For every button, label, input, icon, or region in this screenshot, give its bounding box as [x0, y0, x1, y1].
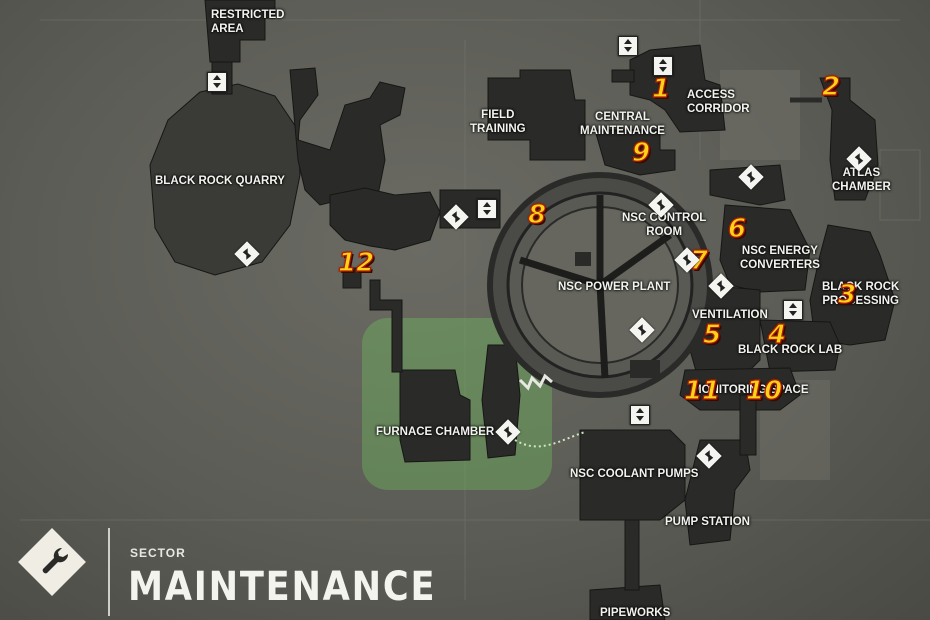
corridor-pipeworks	[624, 519, 640, 591]
label-nsc-coolant-pumps: NSC COOLANT PUMPS	[570, 468, 699, 480]
jaws-decoration	[518, 373, 553, 391]
room-cave-stub	[342, 267, 362, 289]
label-furnace-chamber: FURNACE CHAMBER	[376, 426, 495, 438]
elevator-updown-icon[interactable]	[477, 199, 497, 219]
room-cave-south	[329, 187, 441, 251]
nsc-power-plant-ring	[487, 172, 713, 398]
room-black-rock-processing	[809, 224, 896, 346]
room-furnace-annex	[481, 344, 521, 459]
label-black-rock-quarry: BLACK ROCK QUARRY	[155, 175, 285, 187]
elevator-updown-icon[interactable]	[207, 72, 227, 92]
marker-4[interactable]: 4	[767, 320, 787, 350]
marker-2[interactable]: 2	[821, 72, 841, 102]
label-nsc-energy-converters: NSC ENERGY CONVERTERS	[740, 245, 820, 271]
label-pump-station: PUMP STATION	[665, 516, 750, 528]
marker-8[interactable]: 8	[527, 200, 547, 230]
elevator-updown-icon[interactable]	[783, 300, 803, 320]
elevator-updown-icon[interactable]	[618, 36, 638, 56]
sector-header: SECTOR MAINTENANCE	[18, 528, 435, 620]
label-pipeworks: PIPEWORKS	[600, 607, 671, 619]
elevator-updown-icon[interactable]	[630, 405, 650, 425]
elevator-updown-icon[interactable]	[653, 56, 673, 76]
sector-caption: SECTOR	[130, 546, 186, 560]
label-monitoring-space: MONITORING SPACE	[692, 384, 809, 396]
room-field-training	[487, 69, 586, 161]
route-path	[514, 431, 586, 448]
label-nsc-power-plant: NSC POWER PLANT	[558, 281, 671, 293]
label-field-training: FIELD TRAINING	[470, 109, 526, 135]
marker-11[interactable]: 11	[683, 376, 721, 406]
label-central-maintenance: CENTRAL MAINTENANCE	[580, 111, 665, 137]
marker-1[interactable]: 1	[651, 74, 671, 104]
wrench-icon	[42, 547, 69, 574]
bg-panel	[720, 70, 800, 160]
marker-10[interactable]: 10	[745, 376, 783, 406]
label-access-corridor: ACCESS CORRIDOR	[687, 89, 750, 115]
blueprint-lines	[20, 0, 930, 600]
corridor-monitoring	[739, 394, 757, 456]
room-atlas-chamber	[819, 77, 879, 201]
sector-divider	[108, 528, 110, 616]
label-black-rock-lab: BLACK ROCK LAB	[738, 344, 843, 356]
marker-12[interactable]: 12	[337, 248, 375, 278]
rooms	[149, 0, 896, 620]
marker-5[interactable]: 5	[702, 320, 722, 350]
marker-6[interactable]: 6	[727, 214, 747, 244]
label-black-rock-processing: BLACK ROCK PROCESSING	[822, 281, 900, 307]
room-monitoring-space	[679, 367, 801, 411]
corridor-cave-furnace	[369, 279, 403, 373]
label-restricted-area: RESTRICTED AREA	[211, 9, 285, 35]
marker-3[interactable]: 3	[837, 280, 857, 310]
corridor-access	[611, 69, 635, 83]
room-black-rock-lab	[759, 319, 841, 373]
room-nsc-energy-converters	[719, 204, 811, 293]
label-nsc-control-room: NSC CONTROL ROOM	[622, 212, 707, 238]
room-central-maintenance	[594, 129, 676, 176]
room-black-rock-quarry	[149, 83, 301, 276]
label-atlas-chamber: ATLAS CHAMBER	[832, 167, 891, 193]
sector-name: MAINTENANCE	[128, 564, 437, 610]
room-furnace-chamber	[399, 369, 471, 463]
room-caves	[289, 67, 406, 211]
label-ventilation: VENTILATION	[692, 309, 768, 321]
marker-9[interactable]: 9	[631, 138, 651, 168]
